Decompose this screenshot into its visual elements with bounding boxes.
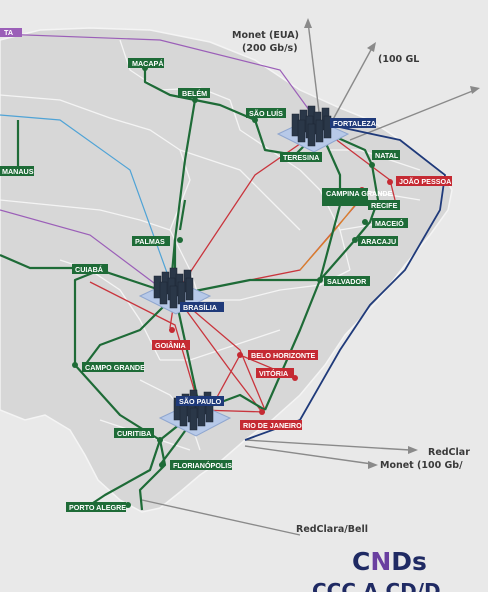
svg-text:BRASÍLIA: BRASÍLIA xyxy=(183,303,217,312)
land-mass xyxy=(0,27,453,513)
city-label-curitiba: CURITIBA xyxy=(114,428,154,438)
city-label-campina-grande: CAMPINA GRANDE xyxy=(322,188,393,206)
svg-text:JOÃO PESSOA: JOÃO PESSOA xyxy=(399,177,451,186)
svg-text:PORTO ALEGRE: PORTO ALEGRE xyxy=(69,503,126,512)
city-label-belem: BELÉM xyxy=(178,88,210,98)
svg-text:SALVADOR: SALVADOR xyxy=(327,277,367,286)
orange-link xyxy=(299,204,356,271)
city-label-sao-luis: SÃO LUÍS xyxy=(246,108,286,118)
city-label-sao-paulo: SÃO PAULO xyxy=(176,396,224,406)
svg-text:RECIFE: RECIFE xyxy=(371,201,398,210)
svg-text:PALMAS: PALMAS xyxy=(135,237,165,246)
city-label-joao-pessoa: JOÃO PESSOA xyxy=(396,176,452,186)
city-label-campo-grande: CAMPO GRANDE xyxy=(82,362,145,372)
city-label-florianopolis: FLORIANÓPOLIS xyxy=(170,460,232,470)
svg-text:GOIÂNIA: GOIÂNIA xyxy=(155,341,186,350)
redclara-bella-label: RedClara/Bell xyxy=(296,524,368,535)
svg-text:BELO HORIZONTE: BELO HORIZONTE xyxy=(251,351,315,360)
international-links xyxy=(141,18,480,536)
svg-text:CURITIBA: CURITIBA xyxy=(117,429,151,438)
other-links xyxy=(0,33,321,296)
top-left-tag: TA xyxy=(0,28,22,37)
city-label-porto-alegre: PORTO ALEGRE xyxy=(66,502,126,512)
svg-text:MANAUS: MANAUS xyxy=(2,167,34,176)
city-label-palmas: PALMAS xyxy=(132,236,170,246)
city-label-brasilia: BRASÍLIA xyxy=(180,302,224,312)
city-label-maceio: MACEIÓ xyxy=(372,218,408,228)
svg-text:MACEIÓ: MACEIÓ xyxy=(375,219,404,228)
city-label-salvador: SALVADOR xyxy=(324,276,370,286)
svg-text:FORTALEZA: FORTALEZA xyxy=(333,119,376,128)
svg-text:TERESINA: TERESINA xyxy=(283,153,319,162)
svg-text:RIO DE JANEIRO: RIO DE JANEIRO xyxy=(243,421,302,430)
fortaleza-link-label: (100 GL xyxy=(378,54,419,65)
city-label-belo-horizonte: BELO HORIZONTE xyxy=(248,350,318,360)
city-label-vitoria: VITÓRIA xyxy=(256,368,294,378)
city-label-macapa: MACAPÁ xyxy=(128,58,164,68)
svg-text:VITÓRIA: VITÓRIA xyxy=(259,369,288,378)
city-label-aracaju: ARACAJU xyxy=(358,236,398,246)
datacenter-brasilia xyxy=(138,267,212,315)
city-label-recife: RECIFE xyxy=(368,200,400,210)
redclara-right-label: RedClar xyxy=(428,447,470,458)
svg-text:SÃO PAULO: SÃO PAULO xyxy=(179,397,222,406)
page-subtitle: CCC A CD/D xyxy=(312,579,441,592)
datacenter-sao-paulo xyxy=(158,389,232,437)
city-label-rio-de-janeiro: RIO DE JANEIRO xyxy=(240,420,302,430)
svg-text:CUIABÁ: CUIABÁ xyxy=(75,265,103,274)
page-title: CNDs xyxy=(352,547,427,576)
navy-link xyxy=(244,124,446,441)
monet-eua-speed: (200 Gb/s) xyxy=(242,43,298,54)
city-label-fortaleza: FORTALEZA xyxy=(330,118,376,128)
svg-text:NATAL: NATAL xyxy=(375,151,399,160)
monet-100-label: Monet (100 Gb/ xyxy=(380,460,463,471)
city-label-manaus: MANAUS xyxy=(0,166,34,176)
svg-text:SÃO LUÍS: SÃO LUÍS xyxy=(249,109,283,118)
svg-text:CAMPO GRANDE: CAMPO GRANDE xyxy=(85,363,145,372)
svg-text:BELÉM: BELÉM xyxy=(182,89,207,98)
svg-text:CAMPINA GRANDE: CAMPINA GRANDE xyxy=(326,189,393,198)
city-label-teresina: TERESINA xyxy=(280,152,322,162)
svg-text:TA: TA xyxy=(4,28,13,37)
svg-text:FLORIANÓPOLIS: FLORIANÓPOLIS xyxy=(173,461,232,470)
city-label-cuiaba: CUIABÁ xyxy=(72,264,108,274)
city-label-natal: NATAL xyxy=(372,150,400,160)
svg-text:ARACAJU: ARACAJU xyxy=(361,237,396,246)
city-label-goiania: GOIÂNIA xyxy=(152,340,190,350)
svg-text:MACAPÁ: MACAPÁ xyxy=(132,59,164,68)
monet-eua-label: Monet (EUA) xyxy=(232,30,299,41)
